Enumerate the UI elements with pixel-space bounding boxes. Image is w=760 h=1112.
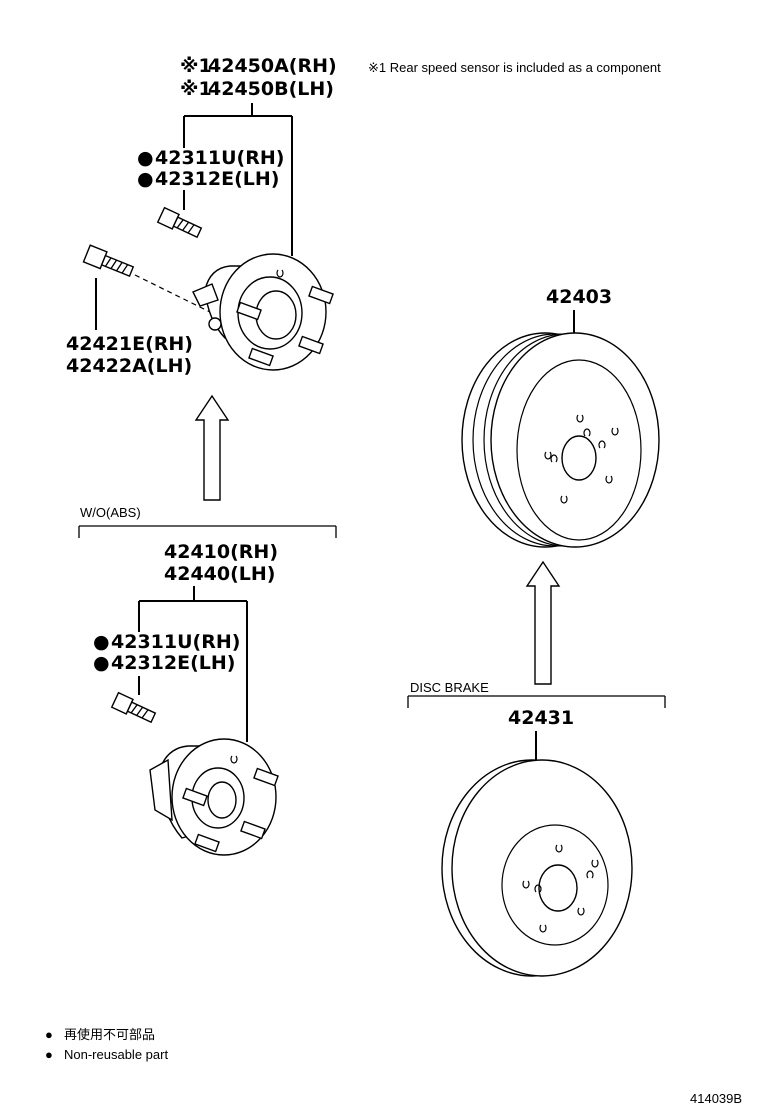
legend-en: Non-reusable part <box>64 1047 168 1062</box>
upper-bolt-drawing <box>156 206 203 239</box>
legend-dot-en: ● <box>45 1047 53 1062</box>
legend: ● 再使用不可部品 ● Non-reusable part <box>45 1027 168 1062</box>
arrow-up-left <box>194 394 230 501</box>
hub-no-abs-part-rh: 42410(RH) <box>164 541 278 563</box>
lower-bolt-part-rh: 42311U(RH) <box>111 631 240 653</box>
brake-drum-drawing <box>461 332 660 548</box>
lower-bolt-part-lh: 42312E(LH) <box>111 652 235 674</box>
hub-no-abs-part-lh: 42440(LH) <box>164 563 275 585</box>
lower-bolt-dot-lh: ● <box>93 652 110 674</box>
variant-abs-label: W/O(ABS) <box>80 505 141 520</box>
figure-code: 414039B <box>690 1091 742 1106</box>
disc-part-number: 42431 <box>508 707 574 729</box>
side-bolt-callout: 42421E(RH) 42422A(LH) <box>66 333 193 377</box>
hub-no-abs-callout: 42410(RH) 42440(LH) <box>138 541 278 742</box>
variant-abs-bracket: W/O(ABS) <box>78 505 337 538</box>
lower-bolt-dot-rh: ● <box>93 631 110 653</box>
hub-with-sensor-drawing <box>192 253 334 371</box>
side-bolt-part-rh: 42421E(RH) <box>66 333 193 355</box>
side-bolt-part-lh: 42422A(LH) <box>66 355 192 377</box>
legend-dot-jp: ● <box>45 1027 53 1042</box>
legend-jp: 再使用不可部品 <box>64 1027 155 1042</box>
hub-sensor-part-lh: 42450B(LH) <box>208 78 334 100</box>
side-bolt-drawing <box>82 244 135 278</box>
variant-disc-bracket: DISC BRAKE <box>407 680 666 708</box>
arrow-up-right <box>525 560 561 685</box>
brake-disc-drawing <box>441 759 633 977</box>
drum-part-number: 42403 <box>546 286 612 308</box>
lower-bolt-drawing <box>110 691 157 724</box>
upper-bolt-part-lh: 42312E(LH) <box>155 168 279 190</box>
upper-bolt-dot-lh: ● <box>137 168 154 190</box>
disc-callout: 42431 <box>508 707 574 760</box>
upper-bolt-part-rh: 42311U(RH) <box>155 147 284 169</box>
hub-sensor-part-rh: 42450A(RH) <box>208 55 337 77</box>
drum-callout: 42403 <box>546 286 612 338</box>
upper-bolt-callout: ● 42311U(RH) ● 42312E(LH) <box>137 147 284 210</box>
hub-sensor-mark-rh: ※1 <box>180 55 212 77</box>
upper-bolt-dot-rh: ● <box>137 147 154 169</box>
hub-sensor-callout: ※1 42450A(RH) ※1 42450B(LH) <box>180 55 337 256</box>
sensor-note: ※1 Rear speed sensor is included as a co… <box>368 60 661 75</box>
hub-sensor-mark-lh: ※1 <box>180 78 212 100</box>
lower-bolt-callout: ● 42311U(RH) ● 42312E(LH) <box>93 631 240 695</box>
variant-disc-label: DISC BRAKE <box>410 680 489 695</box>
hub-no-abs-drawing <box>149 738 279 856</box>
